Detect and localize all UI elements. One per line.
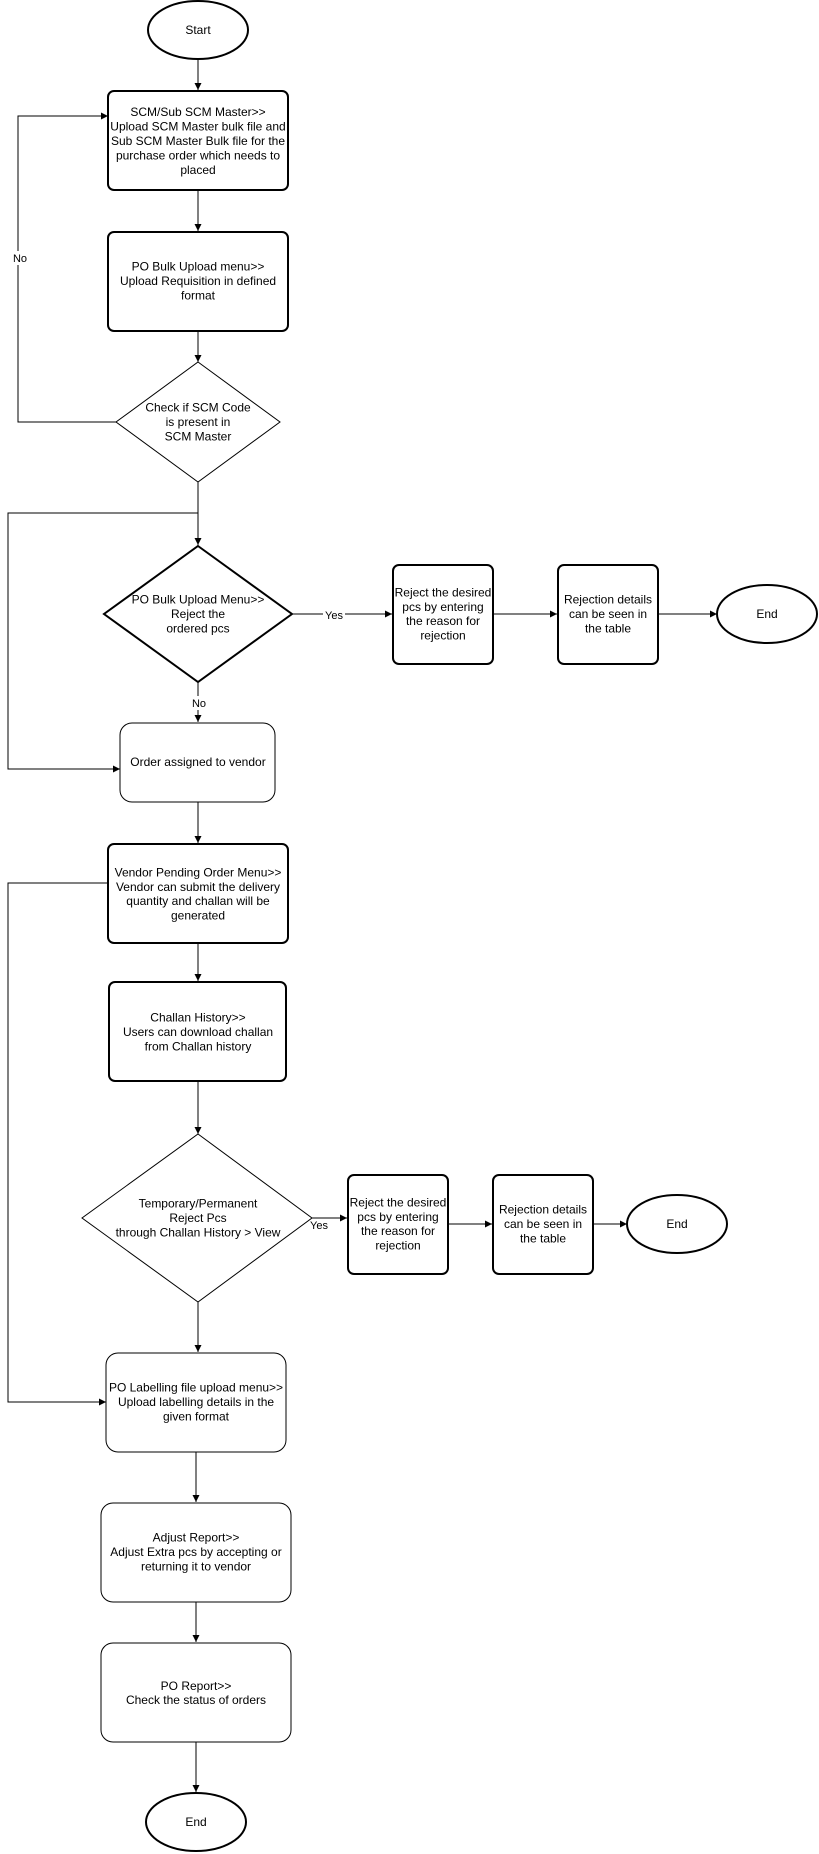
order-assigned-process: Order assigned to vendor — [119, 722, 276, 803]
edge-label-yes-reject-1: Yes — [325, 610, 343, 622]
po-labelling-label: PO Labelling file upload menu>>Upload la… — [109, 1381, 283, 1424]
po-report-label: PO Report>>Check the status of orders — [126, 1679, 266, 1707]
start-label: Start — [185, 23, 211, 37]
end-node-final: End — [145, 1792, 247, 1852]
order-assigned-label: Order assigned to vendor — [130, 755, 265, 769]
end-node-1: End — [716, 584, 818, 644]
edge-vendor-bypass — [7, 882, 108, 1406]
edge-labels: No Yes No Yes — [11, 251, 345, 1232]
edge-label-no-scm: No — [13, 253, 27, 265]
po-labelling-process: PO Labelling file upload menu>>Upload la… — [105, 1352, 287, 1453]
edge-label-yes-reject-2: Yes — [310, 1220, 328, 1232]
edge-check-no-loop — [17, 112, 116, 423]
edge-label-no-reject-1: No — [192, 698, 206, 710]
edges — [7, 60, 717, 1792]
adjust-report-process: Adjust Report>>Adjust Extra pcs by accep… — [100, 1502, 292, 1603]
challan-history-process: Challan History>>Users can download chal… — [108, 981, 287, 1082]
po-bulk-upload-label: PO Bulk Upload menu>>Upload Requisition … — [120, 260, 276, 303]
po-report-process: PO Report>>Check the status of orders — [100, 1642, 292, 1743]
end-node-2: End — [626, 1194, 728, 1254]
scm-master-label: SCM/Sub SCM Master>>Upload SCM Master bu… — [110, 105, 285, 177]
end-label-2: End — [666, 1217, 687, 1231]
scm-master-process: SCM/Sub SCM Master>>Upload SCM Master bu… — [107, 90, 289, 191]
challan-history-label: Challan History>>Users can download chal… — [123, 1011, 273, 1054]
adjust-report-label: Adjust Report>>Adjust Extra pcs by accep… — [110, 1531, 281, 1574]
po-bulk-upload-process: PO Bulk Upload menu>>Upload Requisition … — [107, 231, 289, 332]
vendor-pending-label: Vendor Pending Order Menu>>Vendor can su… — [115, 865, 282, 922]
end-label-final: End — [185, 1815, 206, 1829]
start-node: Start — [147, 0, 249, 60]
vendor-pending-process: Vendor Pending Order Menu>>Vendor can su… — [107, 843, 289, 944]
edge-branch-to-order-assigned — [7, 512, 198, 773]
end-label-1: End — [756, 607, 777, 621]
